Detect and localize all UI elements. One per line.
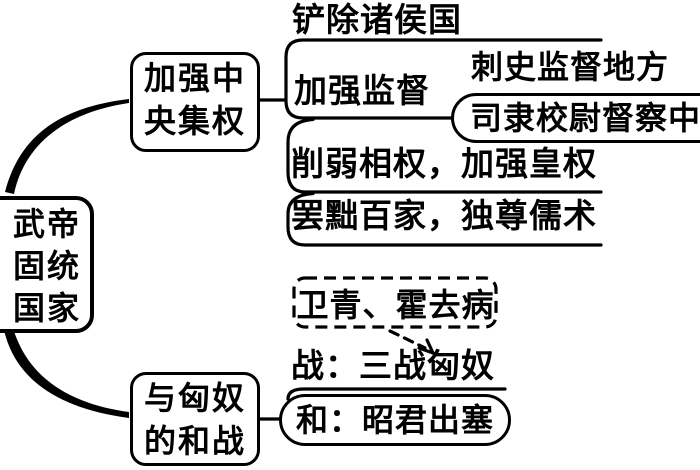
item-confucianism-label: 罢黜百家，独尊儒术: [291, 196, 597, 235]
xiongnu-box: 与匈奴 的和战: [130, 372, 260, 466]
xiongnu-label-line1: 与匈奴: [143, 379, 246, 417]
item-war-label: 战：三战匈奴: [291, 346, 495, 385]
central-power-box: 加强中 央集权: [130, 52, 260, 152]
root-label-line2: 固统: [12, 247, 81, 285]
root-label-line1: 武帝: [12, 205, 81, 243]
item-peace-label: 和：昭君出塞: [295, 401, 494, 439]
generals-dashed-box: [292, 276, 498, 329]
item-peace-capsule: 和：昭君出塞: [279, 394, 511, 446]
item-weaken-chancellor-label: 削弱相权，加强皇权: [291, 144, 597, 183]
generals-note-label: 卫青、霍去病: [296, 286, 495, 324]
dashed-arrow-line: [388, 329, 427, 350]
bracket-abolish-line: [284, 38, 603, 120]
brace-upper-arc: [5, 99, 129, 194]
item-abolish-states-label: 铲除诸侯国: [292, 0, 462, 39]
bracket-weaken-line: [286, 117, 603, 194]
root-node-box: 武帝 固统 国家: [0, 196, 94, 333]
central-power-label-line1: 加强中: [143, 59, 246, 97]
root-label-line3: 国家: [12, 289, 81, 327]
bracket-confucian-line: [286, 191, 603, 247]
xiongnu-label-line2: 的和战: [143, 422, 246, 460]
item-supervision-label: 加强监督: [294, 71, 430, 110]
central-power-label-line2: 央集权: [143, 102, 246, 140]
dashed-arrow-head-icon: [417, 338, 435, 355]
sub-item-sili-capsule: 司隶校尉督察中: [451, 93, 700, 143]
war-underline-line: [286, 387, 507, 401]
sub-item-cishi-label: 刺史监督地方: [471, 48, 670, 86]
brace-lower-arc: [4, 328, 129, 418]
sub-item-sili-label: 司隶校尉督察中: [470, 99, 700, 137]
